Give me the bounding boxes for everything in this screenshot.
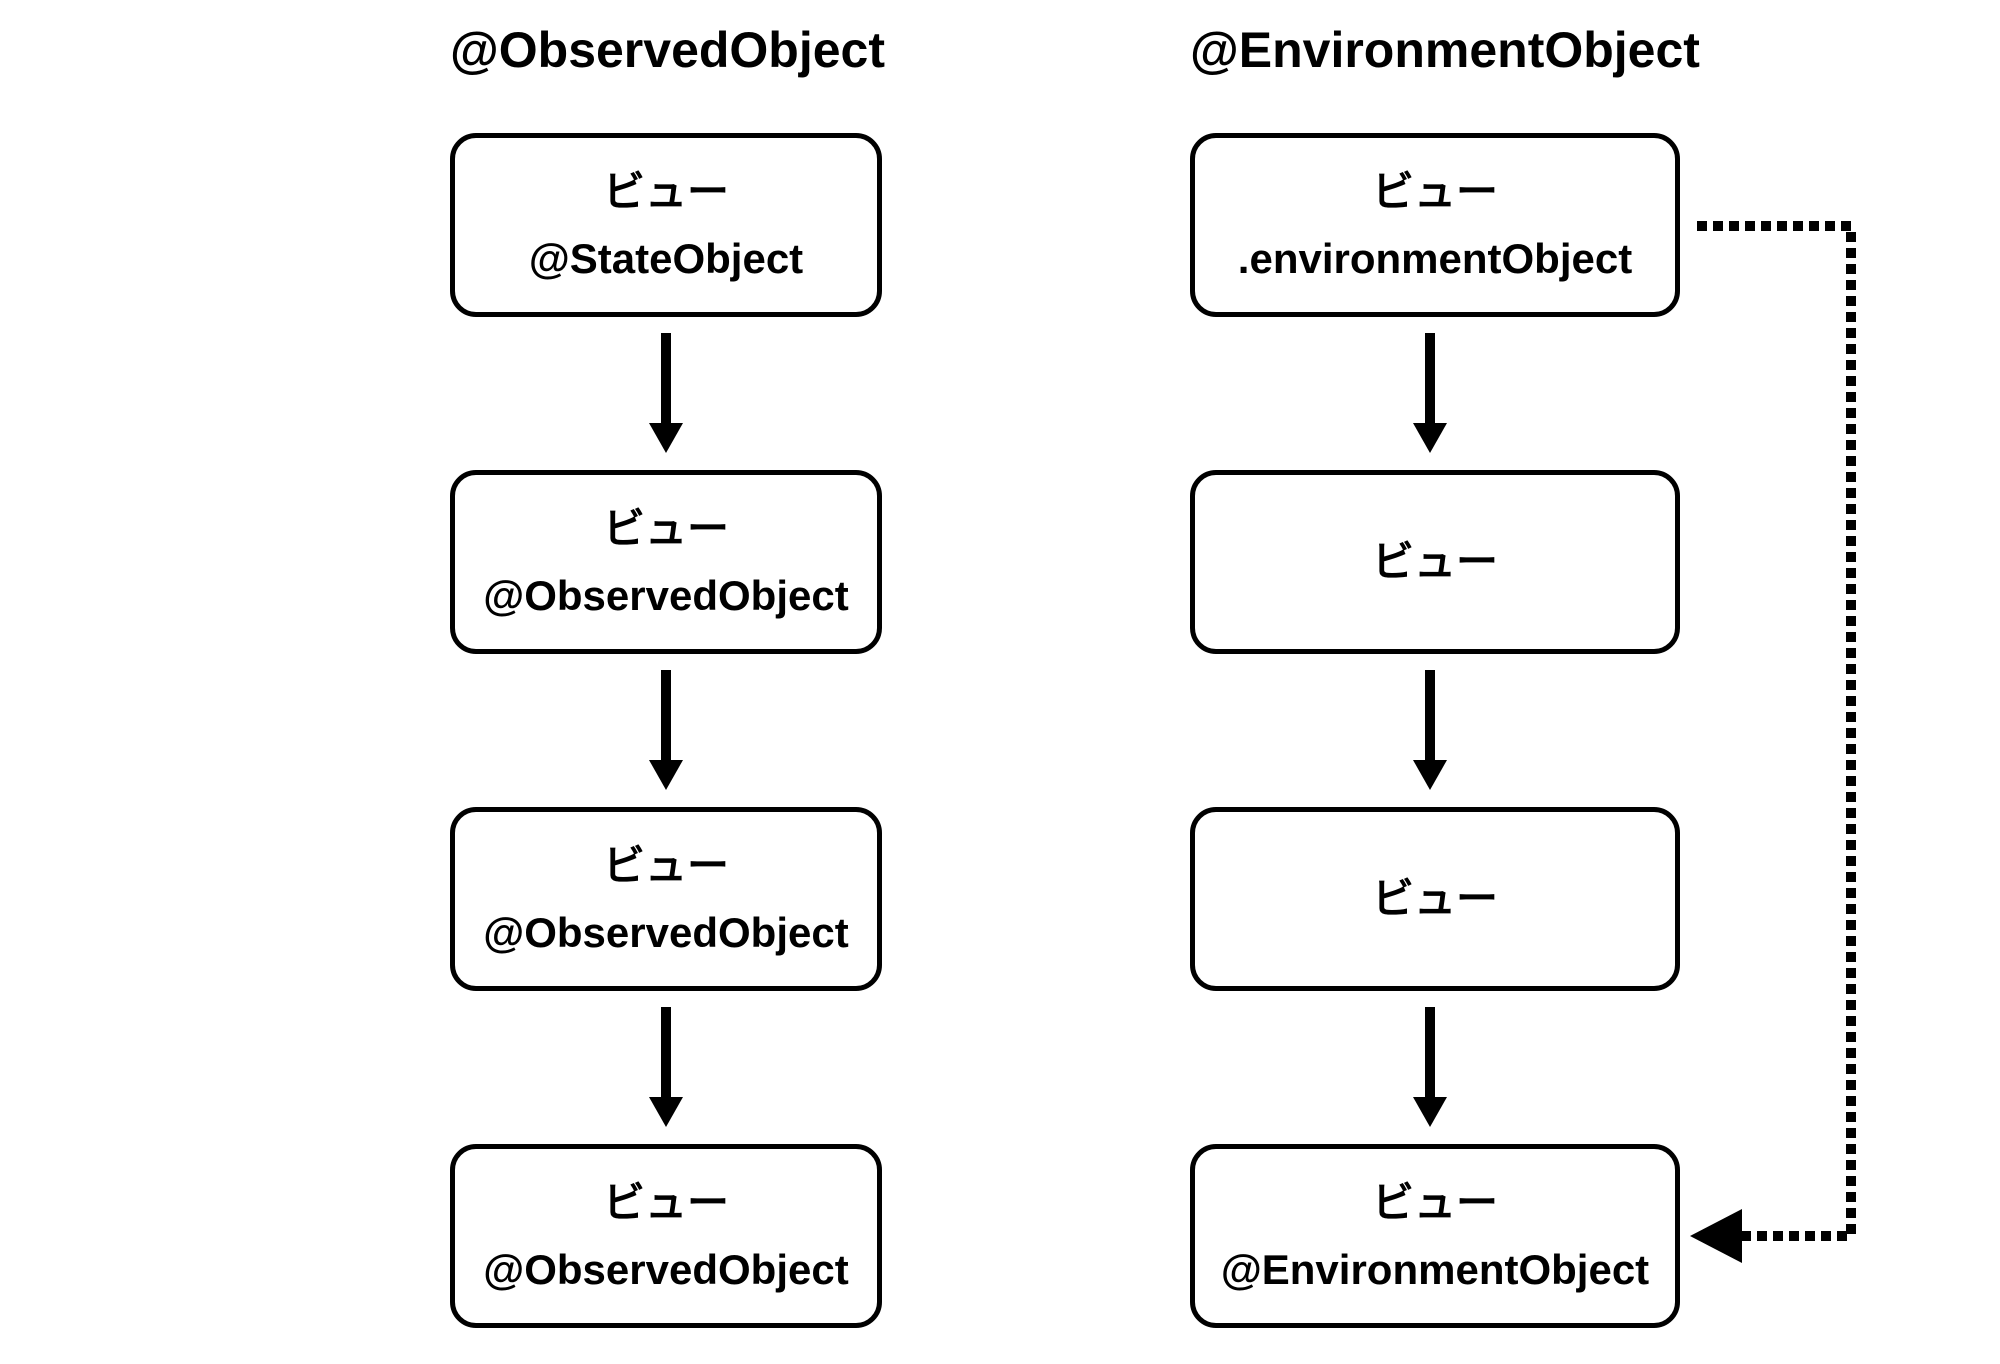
node-label-line1: ビュー xyxy=(602,841,729,889)
left-column-title: @ObservedObject xyxy=(450,22,886,78)
node-view-observedobject-1: ビュー @ObservedObject xyxy=(450,470,882,654)
node-label-line1: ビュー xyxy=(602,504,729,552)
node-view-environmentobject-modifier: ビュー .environmentObject xyxy=(1190,133,1680,317)
arrow-head xyxy=(1413,760,1447,790)
down-arrow-icon xyxy=(1413,1007,1447,1127)
down-arrow-icon xyxy=(649,670,683,790)
node-view-stateobject: ビュー @StateObject xyxy=(450,133,882,317)
node-label-line1: ビュー xyxy=(1371,538,1498,586)
arrow-head xyxy=(649,423,683,453)
arrow-head xyxy=(1413,423,1447,453)
arrow-shaft xyxy=(661,1007,671,1097)
arrow-shaft xyxy=(661,670,671,760)
down-arrow-icon xyxy=(649,333,683,453)
node-view-plain-2: ビュー xyxy=(1190,807,1680,991)
down-arrow-icon xyxy=(649,1007,683,1127)
down-arrow-icon xyxy=(1413,333,1447,453)
arrow-head xyxy=(649,1097,683,1127)
arrow-shaft xyxy=(661,333,671,423)
node-label-line2: @ObservedObject xyxy=(483,1246,849,1293)
dotted-connector-path xyxy=(1697,221,1856,1241)
node-label-line1: ビュー xyxy=(1371,167,1498,215)
down-arrow-icon xyxy=(1413,670,1447,790)
arrow-head xyxy=(1413,1097,1447,1127)
node-label-line2: .environmentObject xyxy=(1237,235,1633,282)
arrow-shaft xyxy=(1425,1007,1435,1097)
node-label-line2: @StateObject xyxy=(528,235,804,282)
node-label-line1: ビュー xyxy=(602,167,729,215)
node-label-line2: @EnvironmentObject xyxy=(1220,1246,1650,1293)
node-label-line2: @ObservedObject xyxy=(483,909,849,956)
node-view-observedobject-2: ビュー @ObservedObject xyxy=(450,807,882,991)
arrow-shaft xyxy=(1425,670,1435,760)
node-label-line1: ビュー xyxy=(602,1178,729,1226)
node-label-line2: @ObservedObject xyxy=(483,572,849,619)
arrow-head xyxy=(649,760,683,790)
arrow-shaft xyxy=(1425,333,1435,423)
node-view-plain-1: ビュー xyxy=(1190,470,1680,654)
dotted-connector-arrowhead xyxy=(1690,1209,1742,1263)
node-label-line1: ビュー xyxy=(1371,875,1498,923)
node-label-line1: ビュー xyxy=(1371,1178,1498,1226)
right-column-title: @EnvironmentObject xyxy=(1190,22,1700,78)
node-view-observedobject-3: ビュー @ObservedObject xyxy=(450,1144,882,1328)
node-view-environmentobject: ビュー @EnvironmentObject xyxy=(1190,1144,1680,1328)
